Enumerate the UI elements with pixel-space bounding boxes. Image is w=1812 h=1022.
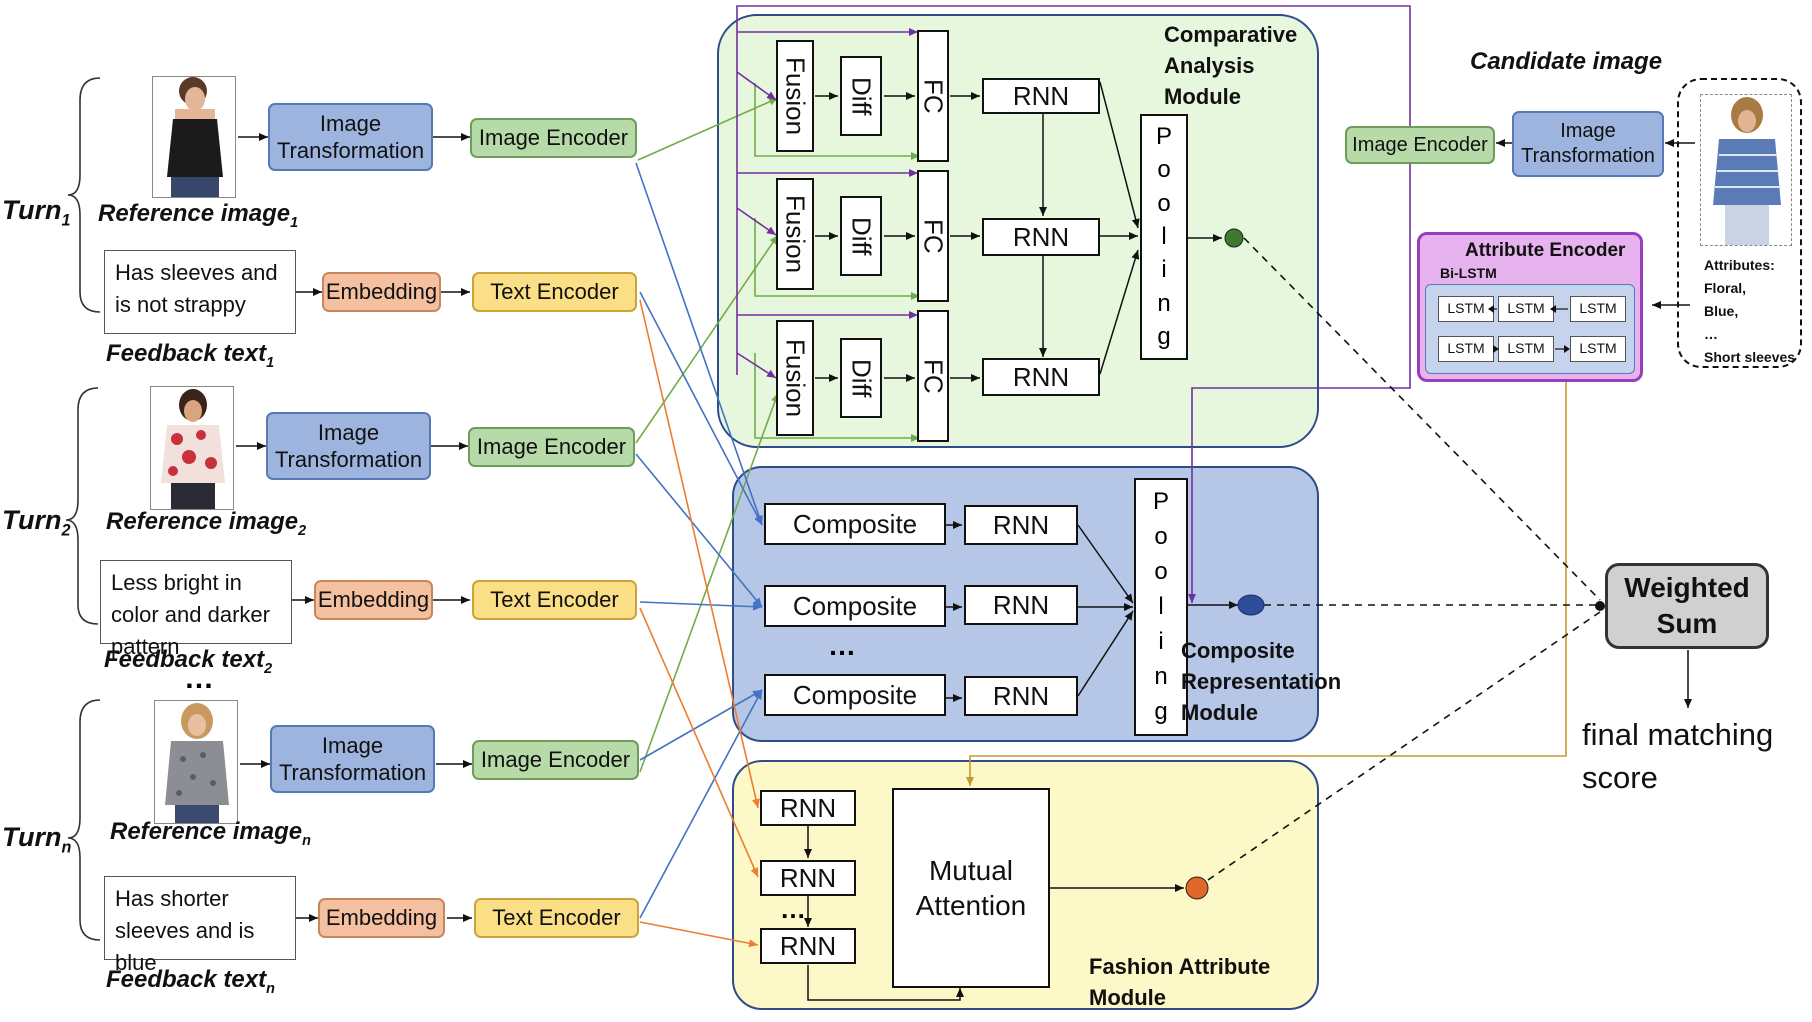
image-encoder-1: Image Encoder [470, 118, 637, 158]
turn-2-label: Turn2 [2, 505, 71, 540]
lstm-cell: LSTM [1438, 296, 1494, 322]
attributes-title: Attributes: [1704, 257, 1775, 273]
image-encoder-2: Image Encoder [468, 427, 635, 467]
attribute-item: Blue, [1704, 303, 1739, 320]
candidate-image-transformation: Image Transformation [1512, 111, 1664, 177]
image-transformation-n: Image Transformation [270, 725, 435, 793]
composite-2: Composite [764, 585, 946, 627]
fc-1: FC [917, 30, 949, 162]
turns-ellipsis: … [184, 662, 214, 695]
rnn-fashion-1: RNN [760, 790, 856, 826]
diff-3: Diff [840, 338, 882, 418]
fashion-output-dot [1185, 876, 1209, 900]
embedding-n: Embedding [318, 898, 445, 938]
feedback-text-1-label: Feedback text1 [106, 340, 275, 371]
lstm-cell: LSTM [1498, 336, 1554, 362]
fusion-1: Fusion [776, 40, 814, 152]
image-transformation-1: Image Transformation [268, 103, 433, 171]
lstm-cell: LSTM [1438, 336, 1494, 362]
lstm-cell: LSTM [1570, 336, 1626, 362]
mutual-attention: Mutual Attention [892, 788, 1050, 988]
candidate-attributes: Attributes: Floral, Blue, … Short sleeve… [1704, 254, 1795, 369]
text-encoder-2: Text Encoder [472, 580, 637, 620]
reference-image-1-label: Reference image1 [98, 200, 299, 231]
rnn-comparative-2: RNN [982, 218, 1100, 256]
composite-1: Composite [764, 503, 946, 545]
fashion-module-label: Fashion Attribute Module [1089, 954, 1271, 1010]
turn-1-label: Turn1 [2, 195, 71, 230]
reference-image-n-label: Reference imagen [110, 818, 311, 849]
comparative-output-dot [1224, 228, 1244, 248]
candidate-image-title: Candidate image [1470, 48, 1663, 75]
turn-n-label: Turnn [2, 822, 72, 857]
rnn-fashion-3: RNN [760, 928, 856, 964]
text-encoder-1: Text Encoder [472, 272, 637, 312]
feedback-text-n-label: Feedback textn [106, 966, 275, 997]
fc-3: FC [917, 310, 949, 442]
candidate-dashed-box [1677, 78, 1802, 368]
composite-3: Composite [764, 674, 946, 716]
candidate-image-encoder: Image Encoder [1345, 126, 1495, 164]
lstm-cell: LSTM [1498, 296, 1554, 322]
attribute-item: Floral, [1704, 280, 1747, 297]
reference-image-2 [150, 386, 234, 510]
image-transformation-2: Image Transformation [266, 412, 431, 480]
rnn-composite-1: RNN [964, 505, 1078, 545]
fc-2: FC [917, 170, 949, 302]
lstm-cell: LSTM [1570, 296, 1626, 322]
rnn-fashion-2: RNN [760, 860, 856, 896]
fashion-rnn-ellipsis: … [780, 894, 806, 924]
candidate-image [1700, 94, 1792, 246]
image-encoder-n: Image Encoder [472, 740, 639, 780]
weighted-sum-input-dot [1595, 601, 1605, 611]
feedback-text-2: Less bright in color and darker pattern [100, 560, 292, 659]
weighted-sum: Weighted Sum [1605, 563, 1769, 649]
rnn-comparative-3: RNN [982, 358, 1100, 396]
attribute-encoder-title: Attribute Encoder [1465, 240, 1626, 261]
attribute-item: … [1704, 326, 1718, 343]
feedback-text-n: Has shorter sleeves and is blue [104, 876, 296, 975]
reference-image-n [154, 700, 238, 824]
rnn-composite-3: RNN [964, 676, 1078, 716]
rnn-composite-2: RNN [964, 585, 1078, 625]
attribute-item: Short sleeves [1704, 349, 1796, 366]
bilstm-label: Bi-LSTM [1440, 265, 1497, 281]
feedback-text-1: Has sleeves and is not strappy [104, 250, 296, 334]
composite-ellipsis: … [828, 630, 856, 661]
embedding-1: Embedding [322, 272, 441, 312]
composite-output-dot [1237, 594, 1265, 616]
fusion-3: Fusion [776, 320, 814, 436]
fusion-2: Fusion [776, 178, 814, 290]
final-matching-score: final matching score [1582, 717, 1774, 795]
rnn-comparative-1: RNN [982, 78, 1100, 114]
composite-module-label: Composite Representation Module [1181, 638, 1342, 725]
diff-2: Diff [840, 196, 882, 276]
comparative-module-label: Comparative Analysis Module [1164, 22, 1298, 109]
text-encoder-n: Text Encoder [474, 898, 639, 938]
feedback-text-2-label: Feedback text2 [104, 646, 273, 677]
embedding-2: Embedding [314, 580, 433, 620]
lstm-arrows [1488, 305, 1570, 353]
diff-1: Diff [840, 56, 882, 136]
reference-image-1 [152, 76, 236, 198]
reference-image-2-label: Reference image2 [106, 508, 307, 539]
